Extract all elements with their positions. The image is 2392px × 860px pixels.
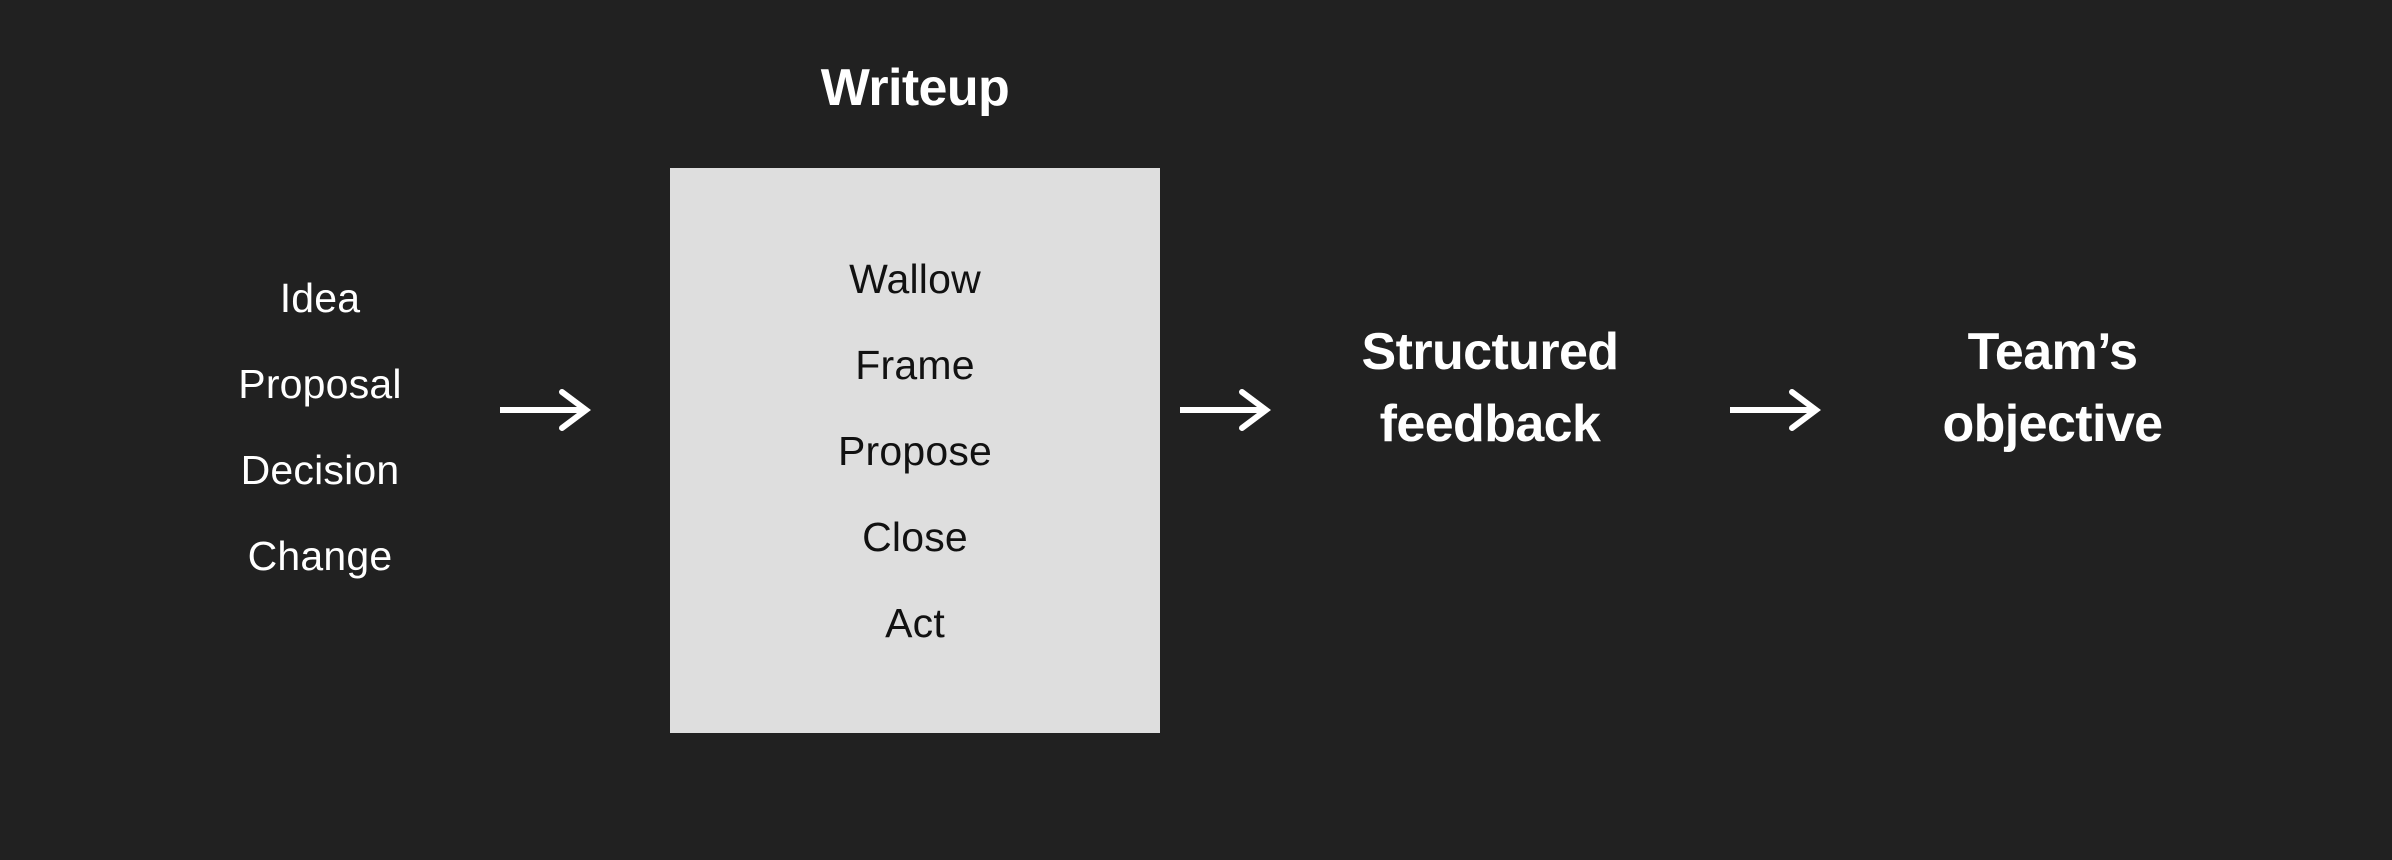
writeup-step-wallow: Wallow: [849, 255, 981, 302]
outcome-structured-feedback: Structured feedback: [1290, 316, 1690, 460]
input-item-change: Change: [247, 533, 393, 579]
arrow-right-icon: [498, 386, 594, 434]
outcome-team-objective: Team’s objective: [1855, 316, 2250, 460]
inputs-group: Idea Proposal Decision Change: [180, 255, 460, 599]
writeup-step-act: Act: [885, 599, 945, 646]
writeup-step-propose: Propose: [837, 427, 993, 474]
outcome-objective-line-1: Team’s: [1967, 323, 2138, 381]
writeup-box: Wallow Frame Propose Close Act: [670, 168, 1160, 733]
writeup-title: Writeup: [820, 59, 1010, 117]
writeup-step-close: Close: [862, 513, 968, 560]
outcome-feedback-line-1: Structured: [1361, 323, 1620, 381]
outcome-feedback-line-2: feedback: [1379, 395, 1601, 453]
input-item-proposal: Proposal: [238, 361, 402, 407]
input-item-decision: Decision: [240, 447, 400, 493]
input-item-idea: Idea: [279, 275, 361, 321]
writeup-step-frame: Frame: [855, 341, 975, 388]
outcome-objective-line-2: objective: [1942, 395, 2163, 453]
arrow-right-icon: [1728, 386, 1824, 434]
arrow-right-icon: [1178, 386, 1274, 434]
